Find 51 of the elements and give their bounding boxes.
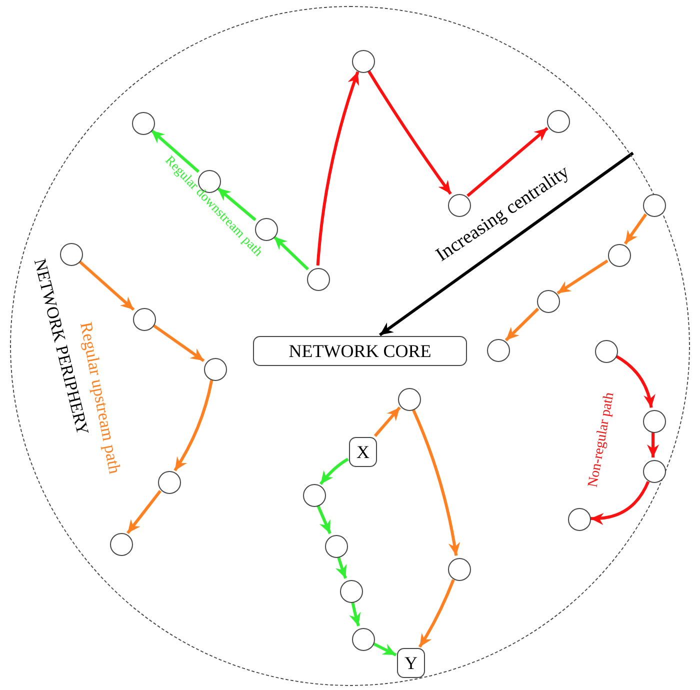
arrow: [590, 480, 650, 525]
core-box: NETWORK CORE: [253, 336, 467, 366]
arrow: [624, 213, 648, 245]
arrow: [349, 602, 361, 626]
node-circle: [486, 338, 510, 362]
arrow: [372, 642, 397, 656]
arrow: [504, 308, 540, 342]
arrow: [466, 126, 548, 198]
node-circle: [352, 50, 374, 72]
node-circle: [302, 484, 326, 506]
node-circle: [568, 508, 590, 530]
node-circle: [642, 194, 666, 216]
arrow: [647, 432, 659, 458]
node-circle: [340, 580, 362, 602]
arrow: [216, 186, 256, 222]
arrow: [272, 236, 310, 270]
arrow: [316, 504, 332, 534]
arrow: [556, 260, 608, 294]
node-circle: [448, 558, 470, 580]
path-label: Non-regular path: [586, 391, 618, 489]
arrow: [152, 324, 205, 362]
node-box: X: [349, 437, 377, 467]
arrow: [412, 408, 460, 556]
node-circle: [158, 470, 180, 494]
arrow: [374, 406, 401, 437]
arrow: [126, 490, 162, 534]
node-circle: [642, 460, 666, 482]
arrow: [174, 380, 214, 472]
node-circle: [642, 410, 666, 432]
node-circle: [324, 534, 348, 558]
arrow: [316, 71, 360, 266]
arrow: [378, 152, 634, 336]
node-circle: [608, 244, 630, 266]
node-circle: [132, 308, 156, 330]
node-circle: [398, 388, 420, 410]
node-circle: [594, 340, 618, 362]
arrow: [319, 458, 349, 485]
node-circle: [352, 628, 374, 650]
node-box: Y: [397, 648, 425, 678]
node-circle: [546, 110, 570, 132]
arrow: [335, 556, 347, 579]
node-circle: [204, 358, 226, 380]
node-circle: [132, 112, 154, 134]
node-circle: [536, 290, 560, 312]
arrow: [150, 129, 200, 173]
node-circle: [306, 268, 330, 290]
node-circle: [110, 532, 132, 556]
arrow: [78, 260, 135, 311]
arrow: [418, 579, 455, 648]
arrow: [367, 70, 452, 195]
arrow: [615, 354, 655, 408]
